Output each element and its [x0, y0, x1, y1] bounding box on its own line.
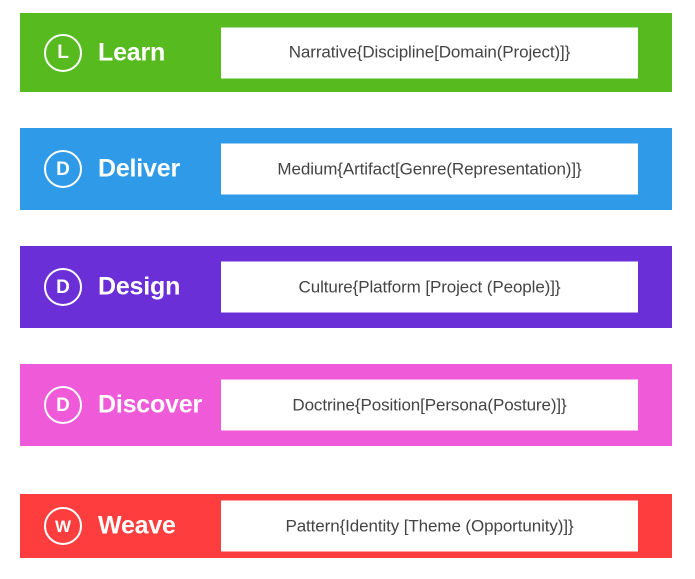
badge-circle-icon-weave: W	[44, 507, 82, 545]
framework-row-discover[interactable]: D Discover Doctrine{Position[Persona(Pos…	[20, 364, 672, 446]
formula-text-design: Culture{Platform [Project (People)]}	[298, 277, 561, 296]
badge-letter-discover: D	[56, 394, 70, 416]
badge-circle-icon-learn: L	[44, 33, 82, 72]
formula-text-deliver: Medium{Artifact[Genre(Representation)]}	[277, 159, 582, 178]
row-label-deliver: Deliver	[98, 154, 180, 183]
badge-circle-icon-deliver: D	[44, 150, 82, 188]
badge-letter-learn: L	[57, 42, 69, 63]
formula-box-deliver[interactable]: Medium{Artifact[Genre(Representation)]}	[221, 143, 638, 195]
formula-text-discover: Doctrine{Position[Persona(Posture)]}	[292, 395, 567, 414]
framework-row-deliver[interactable]: D Deliver Medium{Artifact[Genre(Represen…	[20, 128, 672, 210]
row-label-design: Design	[98, 272, 181, 301]
badge-letter-deliver: D	[56, 158, 70, 180]
formula-box-discover[interactable]: Doctrine{Position[Persona(Posture)]}	[221, 379, 638, 431]
row-label-weave: Weave	[98, 511, 176, 540]
framework-row-weave[interactable]: W Weave Pattern{Identity [Theme (Opportu…	[20, 494, 672, 558]
badge-circle-icon-discover: D	[44, 386, 82, 424]
badge-letter-weave: W	[54, 516, 72, 536]
formula-box-weave[interactable]: Pattern{Identity [Theme (Opportunity)]}	[221, 500, 638, 552]
row-label-learn: Learn	[98, 38, 166, 66]
row-label-discover: Discover	[98, 390, 203, 419]
formula-box-learn[interactable]: Narrative{Discipline[Domain(Project)]}	[221, 27, 638, 78]
formula-text-weave: Pattern{Identity [Theme (Opportunity)]}	[285, 516, 574, 535]
framework-row-design[interactable]: D Design Culture{Platform [Project (Peop…	[20, 246, 672, 328]
framework-row-learn[interactable]: L Learn Narrative{Discipline[Domain(Proj…	[20, 13, 672, 92]
badge-letter-design: D	[56, 276, 70, 298]
badge-circle-icon-design: D	[44, 268, 82, 306]
formula-box-design[interactable]: Culture{Platform [Project (People)]}	[221, 261, 638, 313]
formula-text-learn: Narrative{Discipline[Domain(Project)]}	[288, 42, 571, 62]
